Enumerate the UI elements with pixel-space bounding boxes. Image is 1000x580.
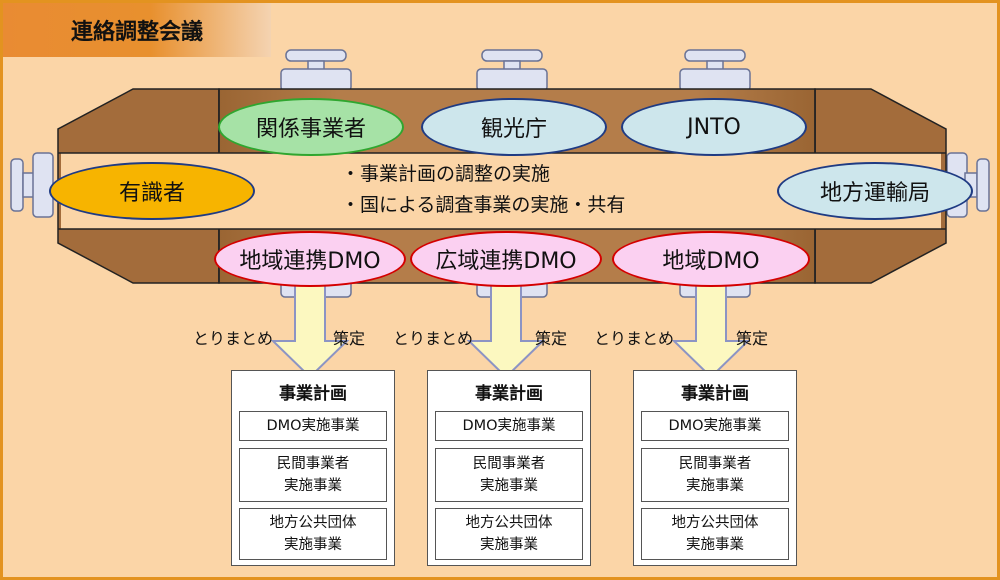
member-label: 有識者 xyxy=(118,181,185,206)
activity-line: ・事業計画の調整の実施 xyxy=(341,163,551,185)
plan-title: 事業計画 xyxy=(279,384,347,404)
plan-title: 事業計画 xyxy=(475,384,543,404)
business-plan-3: 事業計画 DMO実施事業 民間事業者 実施事業 地方公共団体 実施事業 xyxy=(633,370,797,566)
member-label: 観光庁 xyxy=(480,117,547,142)
valve-left xyxy=(10,152,54,218)
plan-item-private: 民間事業者 実施事業 xyxy=(239,448,387,502)
label-formulate-1: 策定 xyxy=(333,329,366,348)
plan-title: 事業計画 xyxy=(681,384,749,404)
plan-item-local-gov: 地方公共団体 実施事業 xyxy=(641,508,789,560)
label-formulate-2: 策定 xyxy=(535,329,568,348)
valve-top-2 xyxy=(476,49,548,92)
dmo-regional: 地域DMO xyxy=(612,231,810,287)
dmo-label: 広域連携DMO xyxy=(435,249,577,274)
label-formulate-3: 策定 xyxy=(736,329,769,348)
title-banner: 連絡調整会議 xyxy=(3,3,271,57)
dmo-label: 地域DMO xyxy=(662,249,760,274)
label-compile-2: とりまとめ xyxy=(393,329,474,348)
dmo-label: 地域連携DMO xyxy=(239,249,381,274)
plan-item-local-gov: 地方公共団体 実施事業 xyxy=(239,508,387,560)
member-label: 地方運輸局 xyxy=(819,181,930,206)
valve-top-1 xyxy=(280,49,352,92)
label-compile-3: とりまとめ xyxy=(594,329,675,348)
plan-item-dmo: DMO実施事業 xyxy=(239,411,387,441)
activity-line: ・国による調査事業の実施・共有 xyxy=(341,194,626,216)
valve-top-3 xyxy=(679,49,751,92)
plan-item-private: 民間事業者 実施事業 xyxy=(641,448,789,502)
member-label: JNTO xyxy=(687,114,741,140)
plan-item-dmo: DMO実施事業 xyxy=(641,411,789,441)
business-plan-2: 事業計画 DMO実施事業 民間事業者 実施事業 地方公共団体 実施事業 xyxy=(427,370,591,566)
diagram-title: 連絡調整会議 xyxy=(70,20,203,45)
member-jnto: JNTO xyxy=(621,98,807,156)
label-compile-1: とりまとめ xyxy=(193,329,274,348)
business-plan-1: 事業計画 DMO実施事業 民間事業者 実施事業 地方公共団体 実施事業 xyxy=(231,370,395,566)
dmo-regional-partnership: 地域連携DMO xyxy=(214,231,406,287)
meeting-activities: ・事業計画の調整の実施 ・国による調査事業の実施・共有 xyxy=(341,159,625,221)
member-tourism-agency: 観光庁 xyxy=(421,98,607,156)
member-experts: 有識者 xyxy=(49,162,255,220)
plan-item-private: 民間事業者 実施事業 xyxy=(435,448,583,502)
member-related-businesses: 関係事業者 xyxy=(218,98,404,156)
plan-item-dmo: DMO実施事業 xyxy=(435,411,583,441)
dmo-wide-area-partnership: 広域連携DMO xyxy=(410,231,602,287)
member-label: 関係事業者 xyxy=(255,117,366,142)
member-regional-transport-bureau: 地方運輸局 xyxy=(777,162,973,220)
plan-item-local-gov: 地方公共団体 実施事業 xyxy=(435,508,583,560)
